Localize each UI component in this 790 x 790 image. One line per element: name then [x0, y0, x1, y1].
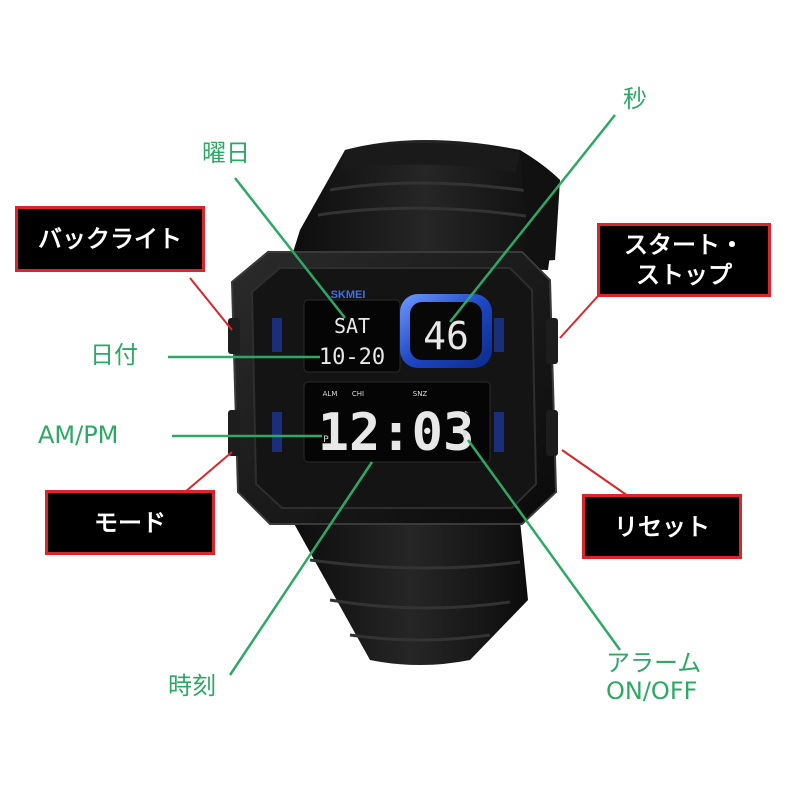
- time-leader: [228, 461, 374, 676]
- mode-leader: [184, 451, 233, 493]
- seconds-leader: [449, 114, 616, 323]
- snooze-indicator: SNZ: [413, 390, 428, 398]
- light-label-tag: [272, 318, 282, 352]
- start-stop-callout: スタート・ ストップ: [597, 223, 771, 297]
- brand-logo: SKMEI: [331, 289, 366, 301]
- backlight-leader: [189, 277, 233, 331]
- reset-leader: [561, 449, 629, 497]
- mode-label-tag: [272, 412, 282, 452]
- alarm-label-line2: ON/OFF: [606, 676, 698, 705]
- start-label-tag: [494, 318, 504, 352]
- reset-callout-text: リセット: [614, 512, 710, 541]
- reset-label-tag: [494, 412, 504, 452]
- day-display: SAT: [334, 314, 370, 338]
- alarm-bell-icon: ♪: [462, 410, 468, 421]
- sound-icon: ◗: [462, 428, 467, 439]
- reset-callout: リセット: [582, 494, 742, 559]
- start-stop-callout-text: スタート・ ストップ: [624, 231, 744, 289]
- alarm-indicator: ALM: [323, 390, 338, 398]
- bottom-strap: [292, 520, 528, 665]
- time-display: 12:03: [318, 403, 475, 463]
- date-display: 10-20: [319, 345, 385, 370]
- start-stop-button: [546, 318, 558, 364]
- seconds-display: 46: [423, 314, 469, 358]
- mode-callout: モード: [45, 490, 215, 555]
- seconds-label: 秒: [623, 85, 647, 113]
- backlight-callout-text: バックライト: [38, 225, 182, 253]
- mode-button: [228, 410, 240, 456]
- ampm-label: AM/PM: [38, 421, 119, 449]
- backlight-callout: バックライト: [15, 206, 205, 272]
- day-leader: [234, 177, 346, 319]
- date-label: 日付: [90, 341, 138, 369]
- day-of-week-label: 曜日: [202, 139, 250, 167]
- alarm-label-line1: アラーム: [606, 649, 702, 677]
- main-display: [303, 381, 491, 463]
- chime-indicator: CHI: [352, 390, 364, 398]
- mode-callout-text: モード: [94, 508, 166, 537]
- reset-button: [546, 410, 558, 456]
- top-strap: [290, 140, 560, 270]
- time-label: 時刻: [168, 672, 216, 700]
- start-stop-leader: [559, 295, 599, 339]
- pm-indicator: P: [323, 435, 329, 445]
- alarm-label: アラーム ON/OFF: [606, 649, 702, 705]
- alarm-leader: [466, 439, 622, 651]
- backlight-button: [228, 318, 240, 354]
